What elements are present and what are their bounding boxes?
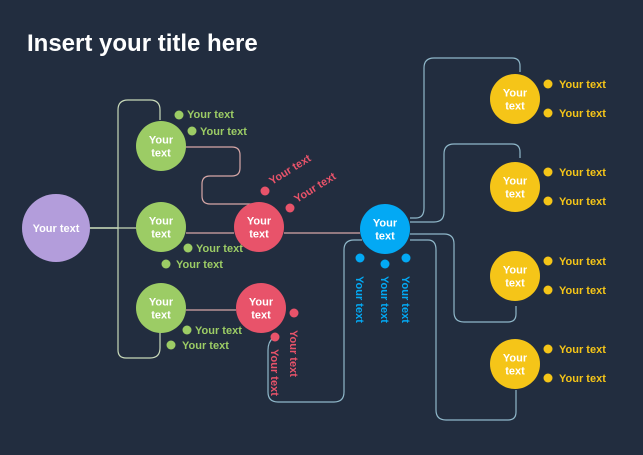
leaf-3-note-2-dot — [543, 285, 553, 295]
leaf-2-note-2-dot — [543, 196, 553, 206]
subtopic-node-2-circle — [236, 283, 286, 333]
leaf-2-note-1-dot — [543, 167, 553, 177]
subtopic-2-note-2: Your text — [268, 349, 280, 396]
connector-blue-yellow2 — [410, 143, 521, 223]
leaf-3-note-1: Your text — [559, 256, 606, 268]
topic-2-note-1: Your text — [196, 243, 243, 255]
leaf-2-note-2: Your text — [559, 196, 606, 208]
leaf-node-1-label: Your — [503, 87, 528, 99]
topic-2-note-2-dot — [161, 259, 171, 269]
hub-node-label: Your — [373, 217, 398, 229]
connector-green1-red1 — [185, 146, 258, 205]
hub-node-circle — [360, 204, 410, 254]
leaf-node-4-circle — [490, 339, 540, 389]
topic-1-note-1: Your text — [187, 109, 234, 121]
hub-note-2-dot — [380, 259, 390, 269]
topic-node-2-circle — [136, 202, 186, 252]
connector-root-green1 — [85, 99, 161, 229]
root-node[interactable]: Your text — [22, 194, 90, 262]
hub-note-1-dot — [355, 253, 365, 263]
connector-blue-yellow3 — [410, 233, 517, 323]
leaf-node-3-circle — [490, 251, 540, 301]
topic-node-3-label: Your — [149, 296, 174, 308]
connector-blue-yellow1 — [410, 57, 521, 219]
leaf-2-note-1: Your text — [559, 167, 606, 179]
subtopic-node-1-label: text — [249, 228, 269, 240]
hub-note-3: Your text — [399, 276, 411, 323]
leaf-node-3-label: Your — [503, 264, 528, 276]
topic-node-1-circle — [136, 121, 186, 171]
topic-3-note-1: Your text — [195, 325, 242, 337]
subtopic-node-1-circle — [234, 202, 284, 252]
subtopic-node-1-label: Your — [247, 215, 272, 227]
leaf-node-2-circle — [490, 162, 540, 212]
leaf-node-1-label: text — [505, 100, 525, 112]
leaf-node-4-label: Your — [503, 352, 528, 364]
topic-2-note-1-dot — [183, 243, 193, 253]
root-node-circle — [22, 194, 90, 262]
hub-note-1: Your text — [353, 276, 365, 323]
leaf-node-3-label: text — [505, 277, 525, 289]
leaf-1-note-2: Your text — [559, 108, 606, 120]
leaf-3-note-1-dot — [543, 256, 553, 266]
topic-node-1-label: text — [151, 147, 171, 159]
topic-1-note-2: Your text — [200, 126, 247, 138]
topic-node-1-label: Your — [149, 134, 174, 146]
subtopic-node-2-label: Your — [249, 296, 274, 308]
page-title: Insert your title here — [27, 30, 258, 57]
subtopic-node-2-label: text — [251, 309, 271, 321]
subtopic-1-note-2: Your text — [292, 170, 338, 205]
root-node-label: Your text — [33, 223, 80, 235]
connector-red2-blue — [267, 239, 362, 403]
topic-node-2-label: text — [151, 228, 171, 240]
leaf-1-note-2-dot — [543, 108, 553, 118]
subtopic-1-note-2-dot — [285, 203, 295, 213]
subtopic-2-note-2-dot — [270, 332, 280, 342]
subtopic-2-note-1-dot — [289, 308, 299, 318]
connector-root-green3 — [85, 227, 161, 359]
topic-1-note-2-dot — [187, 126, 197, 136]
leaf-node-2-label: text — [505, 188, 525, 200]
leaf-node-1-circle — [490, 74, 540, 124]
subtopic-1-note-1-dot — [260, 186, 270, 196]
topic-node-2-label: Your — [149, 215, 174, 227]
topic-3-note-2-dot — [166, 340, 176, 350]
hub-node-label: text — [375, 230, 395, 242]
connector-blue-yellow4 — [410, 239, 517, 421]
leaf-node-2-label: Your — [503, 175, 528, 187]
topic-2-note-2: Your text — [176, 259, 223, 271]
subtopic-2-note-1: Your text — [287, 330, 299, 377]
topic-node-3-label: text — [151, 309, 171, 321]
topic-3-note-1-dot — [182, 325, 192, 335]
subtopic-1-note-1: Your text — [267, 152, 313, 187]
leaf-1-note-1-dot — [543, 79, 553, 89]
hub-note-3-dot — [401, 253, 411, 263]
hub-note-2: Your text — [378, 276, 390, 323]
topic-1-note-1-dot — [174, 110, 184, 120]
leaf-node-4-label: text — [505, 365, 525, 377]
topic-3-note-2: Your text — [182, 340, 229, 352]
leaf-4-note-1: Your text — [559, 344, 606, 356]
topic-node-3-circle — [136, 283, 186, 333]
leaf-1-note-1: Your text — [559, 79, 606, 91]
leaf-4-note-2-dot — [543, 373, 553, 383]
leaf-3-note-2: Your text — [559, 285, 606, 297]
leaf-4-note-1-dot — [543, 344, 553, 354]
leaf-4-note-2: Your text — [559, 373, 606, 385]
